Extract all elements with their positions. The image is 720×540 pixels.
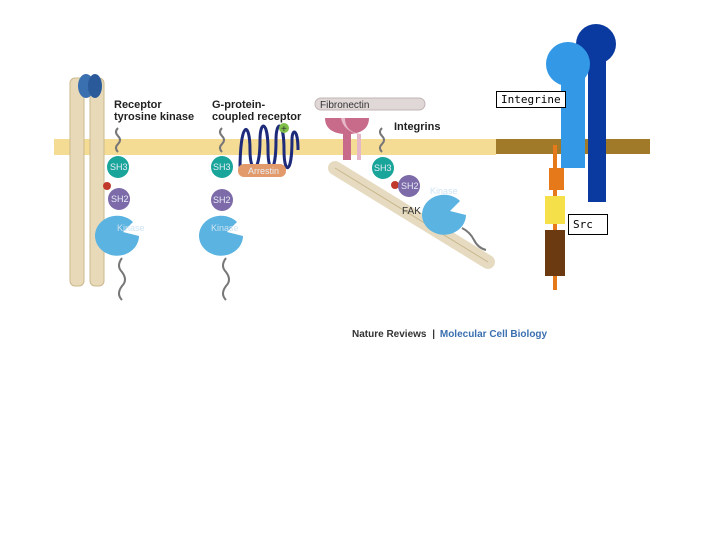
sh2-label: SH2 (401, 181, 419, 191)
integrin-heterodimer (325, 118, 369, 160)
receptor-tyrosine-kinase (69, 74, 105, 287)
phospho-site (103, 182, 111, 190)
kinase-domain (95, 215, 139, 256)
fibronectin (314, 97, 426, 111)
tail (118, 257, 126, 301)
sh3-domain (211, 156, 233, 178)
src-annotation: Src (568, 214, 608, 235)
integrine-annotation: Integrine (496, 91, 566, 108)
credit-line: Nature Reviews | Molecular Cell Biology (352, 329, 548, 340)
linker-squiggle (219, 127, 225, 153)
kinase-label: Kinase (211, 223, 239, 233)
sh2-label: SH2 (213, 195, 231, 205)
sh3-domain (107, 156, 129, 178)
fak-label: FAK (402, 206, 421, 217)
src-kinase-illustration (545, 145, 565, 290)
sh2-domain (398, 175, 420, 197)
kinase-domain (422, 194, 466, 235)
gpcr-label-line2: coupled receptor (212, 111, 302, 123)
sh3-label: SH3 (374, 163, 392, 173)
sh2-domain (108, 188, 130, 210)
sh3-domain (372, 157, 394, 179)
linker-squiggle (379, 127, 385, 153)
fibronectin-label: Fibronectin (320, 100, 369, 111)
integrin-beta (341, 118, 361, 160)
sh3-label: SH3 (110, 162, 128, 172)
sh2-domain (211, 189, 233, 211)
kinase-label: Kinase (117, 223, 145, 233)
linker-squiggle (115, 127, 121, 153)
sh2-label: SH2 (111, 194, 129, 204)
plus-sign (279, 123, 289, 133)
integrins-label: Integrins (394, 121, 440, 133)
kinase-domain (199, 215, 243, 256)
arrestin (238, 164, 286, 177)
sh3-label: SH3 (213, 162, 231, 172)
plus-label: + (281, 124, 287, 135)
kinase-label: Kinase (430, 186, 458, 196)
phospho-site (391, 181, 399, 189)
rtk-label-line1: Receptor (114, 99, 162, 111)
integrin-illustration (546, 24, 616, 202)
tail (461, 227, 487, 251)
gpcr-label-line1: G-protein- (212, 99, 265, 111)
rtk-label-line2: tyrosine kinase (114, 111, 194, 123)
tail (222, 257, 230, 301)
actin-rod-edge (334, 167, 489, 263)
arrestin-label: Arrestin (248, 166, 279, 176)
